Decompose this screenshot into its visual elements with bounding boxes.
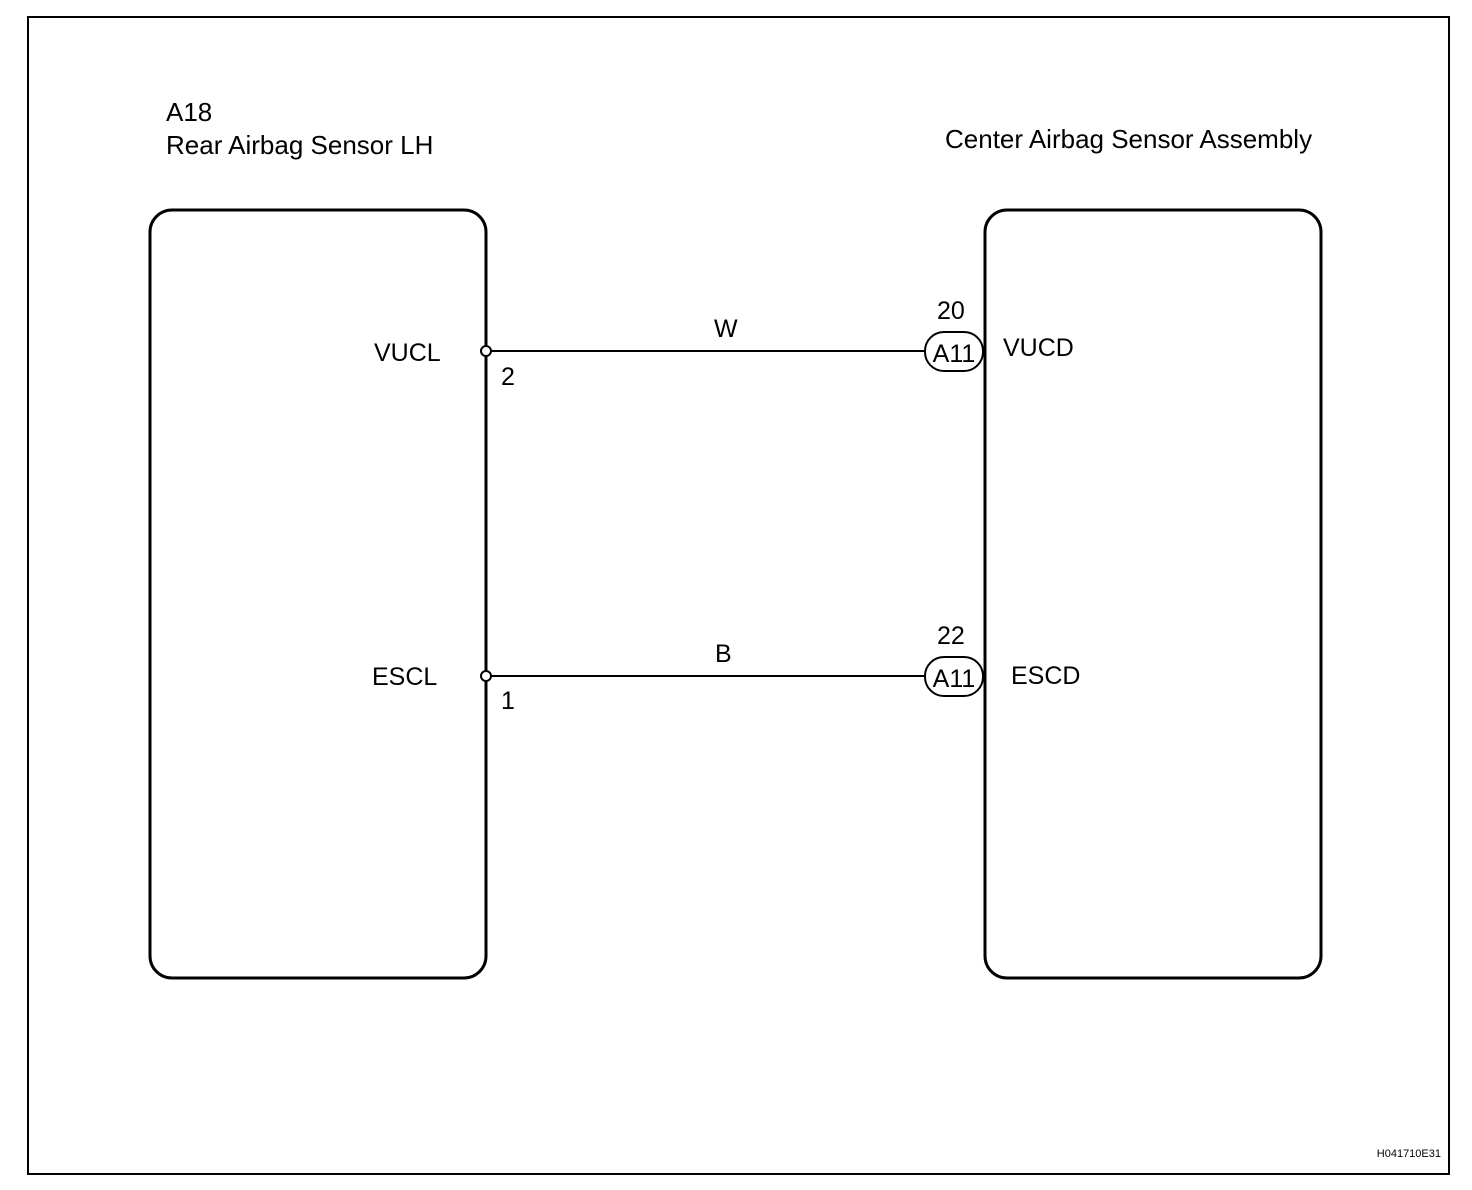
left-terminal-vucl-pin: 2 — [501, 363, 515, 391]
right-component-name: Center Airbag Sensor Assembly — [945, 124, 1312, 154]
left-component-code: A18 — [166, 97, 212, 127]
right-terminal-vucd-label: VUCD — [1003, 334, 1074, 362]
right-terminal-escd-label: ESCD — [1011, 662, 1080, 690]
wire-color-b: B — [715, 640, 732, 668]
terminal-escl-dot — [480, 670, 492, 682]
left-terminal-escl-pin: 1 — [501, 687, 515, 715]
left-component-name: Rear Airbag Sensor LH — [166, 130, 433, 160]
right-terminal-vucd-pin: 20 — [937, 297, 965, 325]
connector-a11-upper — [924, 331, 984, 372]
left-component-box — [148, 208, 488, 980]
diagram-frame — [27, 16, 1450, 1175]
connector-a11-upper-label: A11 — [933, 340, 976, 368]
wire-color-w: W — [714, 315, 738, 343]
connector-a11-lower-label: A11 — [933, 665, 976, 693]
figure-code: H041710E31 — [1377, 1148, 1441, 1160]
right-component-box — [983, 208, 1323, 980]
left-terminal-escl-label: ESCL — [372, 663, 437, 691]
left-terminal-vucl-label: VUCL — [374, 339, 441, 367]
connector-a11-lower — [924, 656, 984, 697]
right-terminal-escd-pin: 22 — [937, 622, 965, 650]
terminal-vucl-dot — [480, 345, 492, 357]
